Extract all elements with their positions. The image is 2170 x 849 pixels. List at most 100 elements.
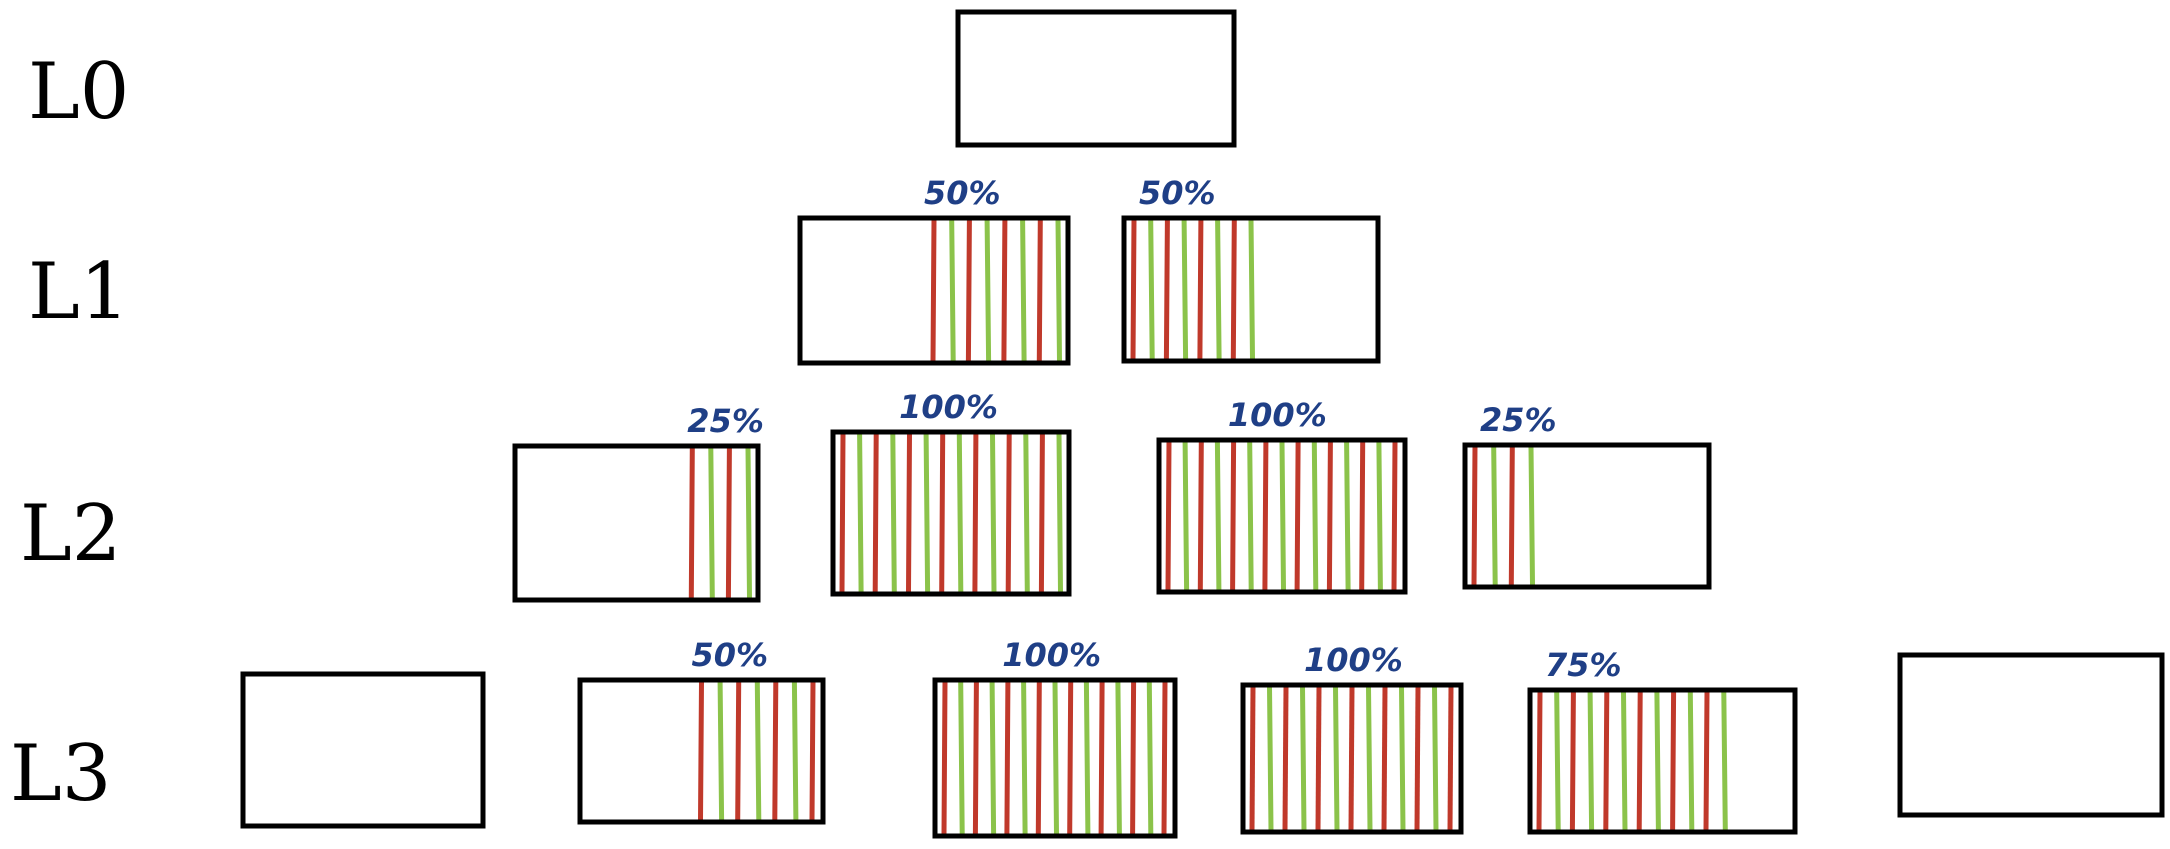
box-outline: [955, 9, 1237, 148]
data-stripe: [735, 679, 742, 823]
level-label: L3: [10, 729, 111, 819]
data-stripe: [965, 217, 972, 364]
data-stripe: [1471, 444, 1478, 588]
data-stripe: [791, 679, 799, 823]
data-stripe: [1165, 439, 1172, 593]
data-stripe: [1035, 679, 1042, 837]
data-stripe: [1311, 439, 1319, 593]
percent-label: 100%: [899, 388, 998, 426]
data-stripe: [717, 679, 725, 823]
node-box: [240, 671, 486, 829]
box-outline: [1240, 682, 1464, 835]
data-stripe: [839, 431, 846, 595]
data-stripe: [1267, 684, 1274, 833]
data-stripe: [1249, 684, 1256, 833]
node-box: [955, 9, 1237, 148]
data-stripe: [1554, 689, 1561, 833]
node-box: 25%: [512, 402, 764, 603]
data-stripe: [1215, 217, 1222, 362]
data-stripe: [1687, 689, 1695, 833]
data-stripe: [1130, 217, 1137, 362]
node-box: 50%: [577, 636, 826, 825]
data-stripe: [1447, 684, 1454, 833]
level-2: L2 25% 100% 100% 25%: [20, 388, 1712, 603]
box-outline: [512, 443, 761, 603]
data-stripe: [1279, 439, 1286, 593]
box-outline: [1156, 437, 1408, 595]
data-stripe: [688, 445, 695, 601]
box-outline: [240, 671, 486, 829]
level-label: L2: [20, 489, 121, 579]
data-stripe: [890, 431, 897, 595]
percent-label: 25%: [1480, 401, 1557, 439]
box-outline: [830, 429, 1072, 597]
data-stripe: [1036, 217, 1043, 364]
data-stripe: [1020, 217, 1027, 364]
data-stripe: [984, 217, 992, 364]
data-stripe: [772, 679, 779, 823]
data-stripe: [1130, 679, 1137, 837]
data-stripe: [1038, 431, 1045, 595]
node-box: 75%: [1527, 646, 1798, 835]
level-0: L0: [28, 9, 1237, 148]
data-stripe: [754, 679, 762, 823]
data-stripe: [958, 679, 965, 837]
data-stripe: [972, 679, 979, 837]
data-stripe: [939, 431, 946, 595]
data-stripe: [1056, 431, 1063, 595]
data-stripe: [1536, 689, 1543, 833]
data-stripe: [1432, 684, 1439, 833]
data-stripe: [1282, 684, 1289, 833]
data-stripe: [1300, 684, 1307, 833]
data-stripe: [989, 679, 997, 837]
data-stripe: [1214, 439, 1222, 593]
data-stripe: [857, 431, 864, 595]
data-stripe: [1163, 217, 1170, 362]
data-stripe: [872, 431, 879, 595]
data-stripe: [1067, 679, 1074, 837]
data-stripe: [1344, 439, 1351, 593]
data-stripe: [1197, 439, 1204, 593]
data-stripe: [745, 445, 752, 601]
data-stripe: [1333, 684, 1340, 833]
data-stripe: [1055, 217, 1062, 364]
data-stripe: [708, 445, 715, 601]
data-stripe: [1182, 439, 1190, 593]
data-stripe: [1146, 679, 1154, 837]
box-outline: [932, 677, 1178, 839]
data-stripe: [1528, 444, 1535, 588]
data-stripe: [930, 217, 937, 364]
node-box: 100%: [932, 636, 1178, 839]
data-stripe: [1670, 689, 1677, 833]
data-stripe: [1001, 217, 1008, 364]
data-stripe: [1348, 684, 1355, 833]
data-stripe: [1703, 689, 1710, 833]
data-stripe: [1491, 444, 1498, 588]
data-stripe: [1023, 431, 1030, 595]
data-stripe: [1636, 689, 1643, 833]
node-box: [1897, 652, 2165, 818]
data-stripe: [1721, 689, 1728, 833]
data-stripe: [1315, 684, 1322, 833]
data-stripe: [1004, 679, 1011, 837]
data-stripe: [1098, 679, 1105, 837]
percent-label: 100%: [1228, 396, 1327, 434]
data-stripe: [1148, 217, 1155, 362]
box-outline: [577, 677, 826, 825]
data-stripe: [1359, 439, 1366, 593]
percent-label: 75%: [1545, 646, 1622, 684]
data-stripe: [972, 431, 979, 595]
data-stripe: [1654, 689, 1661, 833]
data-stripe: [809, 679, 816, 823]
node-box: 50%: [797, 174, 1071, 366]
box-outline: [1462, 442, 1712, 590]
data-stripe: [1381, 684, 1388, 833]
node-box: 25%: [1462, 401, 1712, 590]
data-stripe: [923, 431, 931, 595]
data-stripe: [1621, 689, 1628, 833]
percent-label: 100%: [1304, 641, 1403, 679]
level-label: L0: [28, 47, 129, 137]
data-stripe: [1161, 679, 1168, 837]
